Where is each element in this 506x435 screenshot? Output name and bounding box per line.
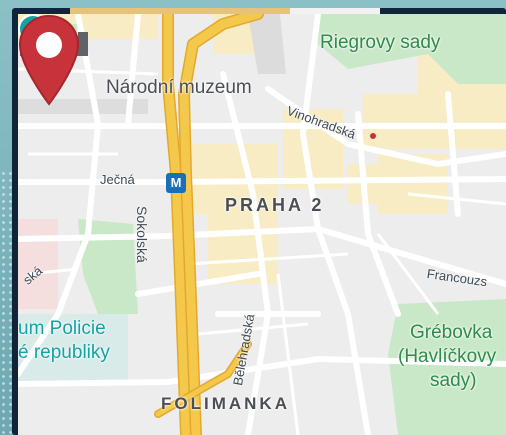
map-view[interactable]: Národní muzeum Riegrovy sady Vinohradská… <box>18 14 506 435</box>
park-label-grebovka-2[interactable]: (Havlíčkovy <box>398 346 497 367</box>
district-label: PRAHA 2 <box>225 195 325 215</box>
park-label-grebovka-3[interactable]: sady) <box>430 370 477 391</box>
museum-label[interactable]: Národní muzeum <box>106 77 252 98</box>
poi-label-police-museum-2[interactable]: é republiky <box>18 342 110 363</box>
neighborhood-label: FOLIMANKA <box>161 394 290 413</box>
park-label-grebovka-1[interactable]: Grébovka <box>410 322 493 343</box>
top-strip-light <box>290 8 380 18</box>
map-canvas[interactable] <box>18 14 506 435</box>
top-strip-accent <box>70 8 290 18</box>
poi-label-police-museum-1[interactable]: um Policie <box>18 318 106 339</box>
street-label-jecna: Ječná <box>100 172 135 187</box>
park-label-riegrovy[interactable]: Riegrovy sady <box>320 32 441 53</box>
street-label-sokolska: Sokolská <box>134 206 150 263</box>
location-pin-icon[interactable] <box>18 14 80 106</box>
metro-station-icon[interactable]: M <box>166 173 186 193</box>
